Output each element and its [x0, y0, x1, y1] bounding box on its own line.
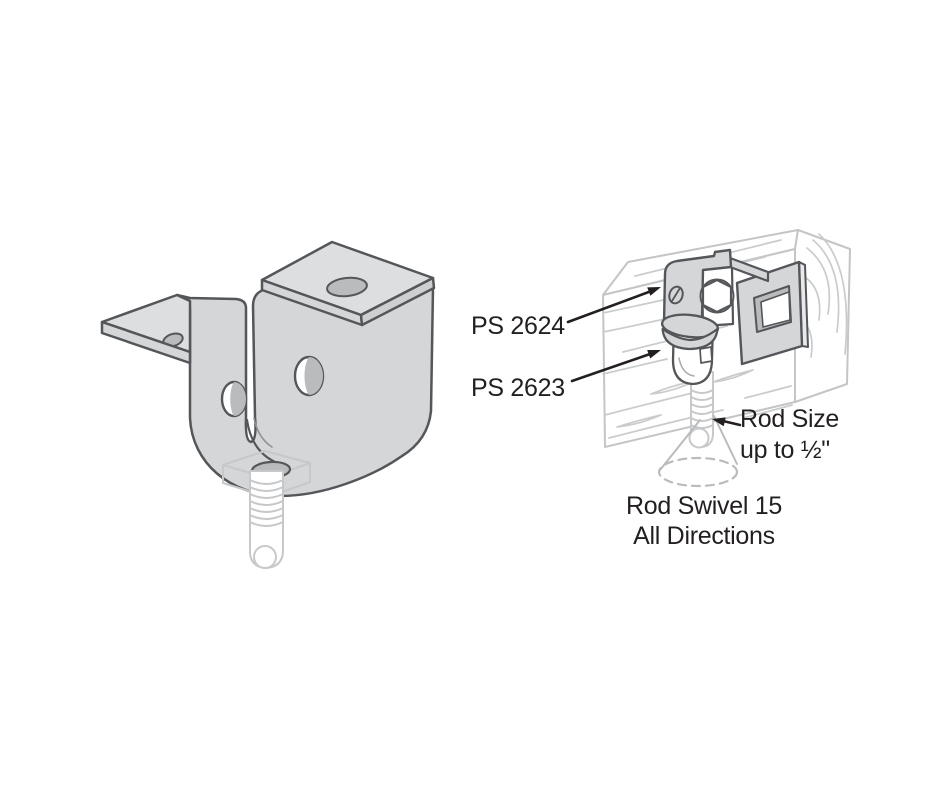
side-flange — [100, 293, 192, 365]
figure-caption: Rod Swivel 15 All Directions — [592, 491, 816, 551]
rod-size-line2: up to ½" — [740, 436, 830, 464]
part-label-ps2624: PS 2624 — [471, 312, 565, 340]
web-bolt-hole-left — [220, 380, 248, 418]
top-flange-bolt-hole — [326, 276, 368, 298]
bracket-saddle — [660, 313, 720, 351]
rod-size-line1: Rod Size — [740, 405, 840, 433]
pivot-hex-bolt — [699, 278, 735, 314]
ghost-threaded-rod — [249, 470, 284, 569]
top-flange — [260, 240, 436, 327]
left-illustration — [100, 240, 436, 569]
square-washer-plate — [735, 260, 809, 366]
rod-size-note: Rod Size up to ½" — [740, 404, 839, 466]
web-bolt-hole-right — [293, 355, 325, 397]
threaded-rod — [688, 371, 714, 449]
caption-line2: All Directions — [633, 522, 775, 550]
caption-line1: Rod Swivel 15 — [626, 492, 782, 520]
mounting-screw — [668, 285, 684, 305]
part-label-ps2623: PS 2623 — [471, 374, 565, 402]
